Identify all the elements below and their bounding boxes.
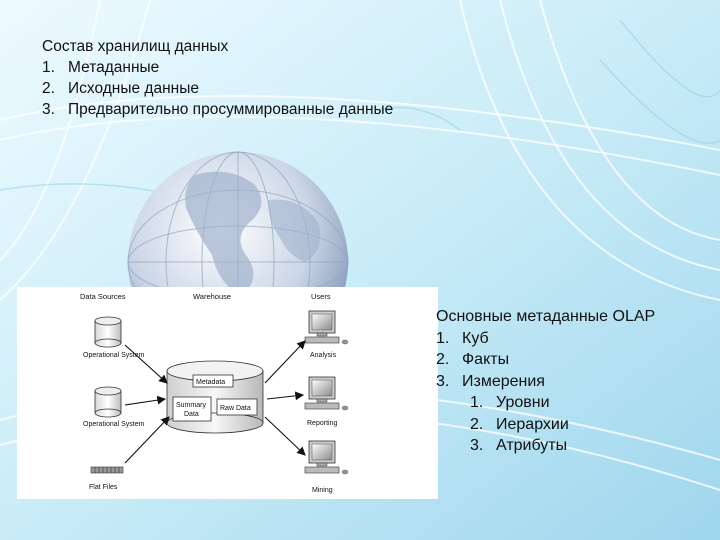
computer-icon <box>304 310 349 345</box>
list-number: 2. <box>436 351 450 368</box>
list-number: 3. <box>436 372 450 390</box>
arrow-source-to-warehouse <box>124 395 167 406</box>
list-item: 2. Факты <box>436 349 655 371</box>
arrow-warehouse-to-users <box>264 416 306 456</box>
data-sources-header: Data Sources <box>80 292 126 301</box>
warehouse-database-icon <box>166 360 264 434</box>
database-icon <box>94 386 122 418</box>
warehouse-header: Warehouse <box>193 292 231 301</box>
list-item-text: Предварительно просуммированные данные <box>68 101 394 118</box>
computer-icon <box>304 440 349 475</box>
metadata-label: Metadata <box>196 379 225 386</box>
summary-data-label: Summary <box>176 402 206 409</box>
reporting-label: Reporting <box>307 420 337 427</box>
computer-icon <box>304 376 349 411</box>
flat-files-label: Flat Files <box>89 484 118 491</box>
list-item-text: Иерархии <box>496 415 569 433</box>
list-item: 1. Метаданные <box>42 57 393 78</box>
list-number: 1. <box>42 59 55 76</box>
arrow-warehouse-to-users <box>264 340 306 384</box>
list-number: 2. <box>42 80 55 97</box>
summary-data-label: Data <box>184 411 199 418</box>
list-number: 2. <box>470 415 484 433</box>
list-number: 1. <box>436 329 450 347</box>
database-icon <box>94 316 122 348</box>
analysis-label: Analysis <box>310 352 337 359</box>
operational-system-label: Operational System <box>83 352 145 359</box>
list-item: 3. Предварительно просуммированные данные <box>42 99 393 120</box>
raw-data-label: Raw Data <box>220 405 251 412</box>
list-item-text: Метаданные <box>68 59 160 76</box>
list-item-text: Факты <box>462 351 510 368</box>
mining-label: Mining <box>312 487 333 494</box>
list-item-text: Куб <box>462 329 489 347</box>
list-number: 1. <box>470 394 484 411</box>
list-number: 3. <box>470 437 484 454</box>
arrow-source-to-warehouse <box>124 344 168 384</box>
flat-files-icon <box>90 466 124 474</box>
sub-list-item: 1. Уровни <box>436 392 655 414</box>
warehouse-composition-list: Состав хранилищ данных 1. Метаданные 2. Ис… <box>42 36 393 120</box>
list-item-text: Измерения <box>462 372 545 390</box>
olap-metadata-list: Основные метаданные OLAP 1. Куб 2. Факты 3… <box>436 306 655 457</box>
operational-system-label: Operational System <box>83 421 145 428</box>
sub-list-item: 2. Иерархии <box>436 414 655 436</box>
list-item: 3. Измерения <box>436 371 655 393</box>
arrow-source-to-warehouse <box>124 416 170 464</box>
list-title: Основные метаданные OLAP <box>436 308 656 325</box>
list-item: 1. Куб <box>436 328 655 350</box>
list-item-text: Уровни <box>496 394 550 411</box>
list-number: 3. <box>42 101 55 118</box>
list-item-text: Исходные данные <box>68 80 199 97</box>
list-item: 2. Исходные данные <box>42 78 393 99</box>
sub-list-item: 3. Атрибуты <box>436 435 655 457</box>
list-title: Состав хранилищ данных <box>42 38 229 55</box>
warehouse-architecture-diagram: Data Sources Warehouse Users Operational… <box>17 287 438 499</box>
arrow-warehouse-to-users <box>266 391 305 401</box>
users-header: Users <box>311 292 331 301</box>
list-item-text: Атрибуты <box>496 437 568 454</box>
